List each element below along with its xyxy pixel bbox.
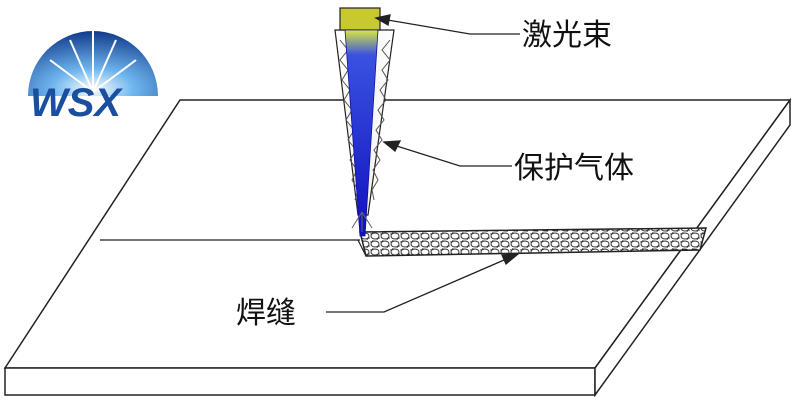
nozzle-head	[339, 7, 381, 31]
starburst-icon	[49, 30, 137, 93]
leader-laser-beam	[374, 14, 520, 35]
label-weld-seam: 焊缝	[236, 296, 296, 331]
weld-seam-bead	[357, 227, 707, 257]
logo-text: WSX	[30, 81, 123, 125]
laser-beam	[344, 29, 379, 237]
spark-icon	[351, 211, 373, 232]
leader-shield-gas	[382, 140, 512, 167]
leader-weld-seam	[326, 253, 520, 313]
label-laser-beam: 激光束	[522, 18, 612, 53]
wsx-logo: WSX	[28, 30, 158, 125]
label-shield-gas: 保护气体	[514, 151, 634, 186]
